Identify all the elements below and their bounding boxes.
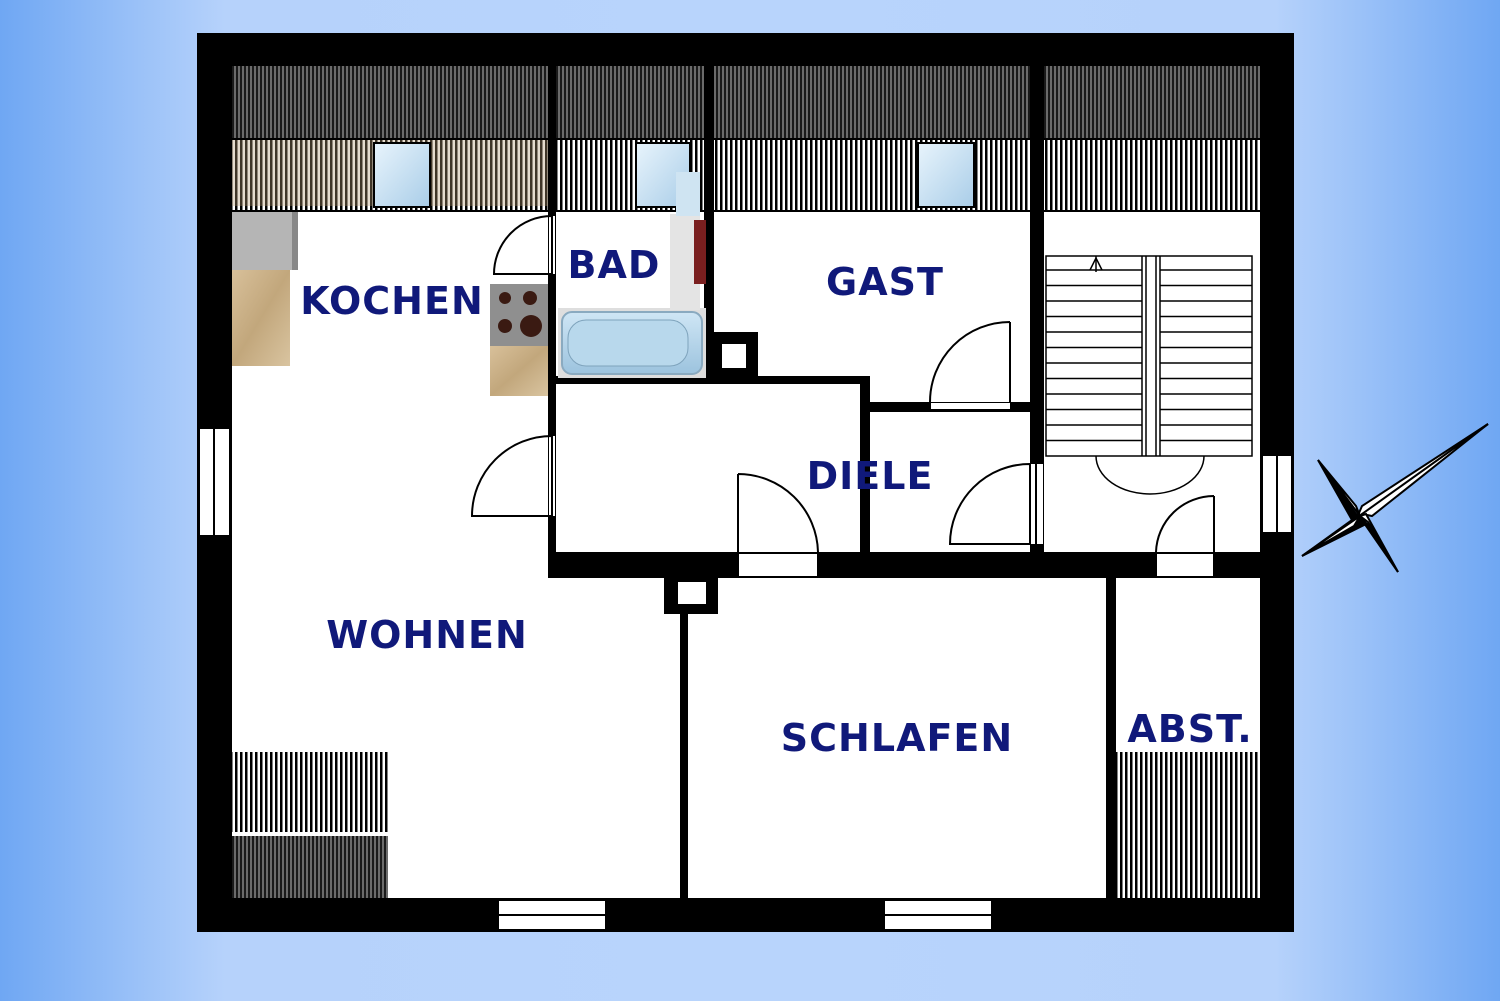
compass-rose-icon [1301, 423, 1489, 573]
chimney [678, 582, 706, 604]
bathroom-fixtures [558, 172, 706, 378]
sink [694, 220, 706, 284]
room-label-bad: BAD [567, 243, 661, 287]
room-label-gast: GAST [826, 260, 944, 304]
room-label-wohnen: WOHNEN [326, 613, 528, 657]
room-label-kochen: KOCHEN [300, 279, 484, 323]
room-label-abst: ABST. [1127, 707, 1253, 751]
staircase [1045, 255, 1253, 457]
room-label-schlafen: SCHLAFEN [780, 716, 1014, 760]
kitchen-fixtures [232, 212, 548, 396]
stove [490, 284, 548, 346]
stair-steps [1046, 269, 1252, 442]
shaft [722, 344, 746, 368]
stair-landing [1089, 256, 1205, 495]
roof-slope-inner [232, 752, 1260, 898]
windows [198, 427, 1293, 931]
doors [470, 215, 1215, 578]
room-label-diele: DIELE [806, 454, 934, 498]
